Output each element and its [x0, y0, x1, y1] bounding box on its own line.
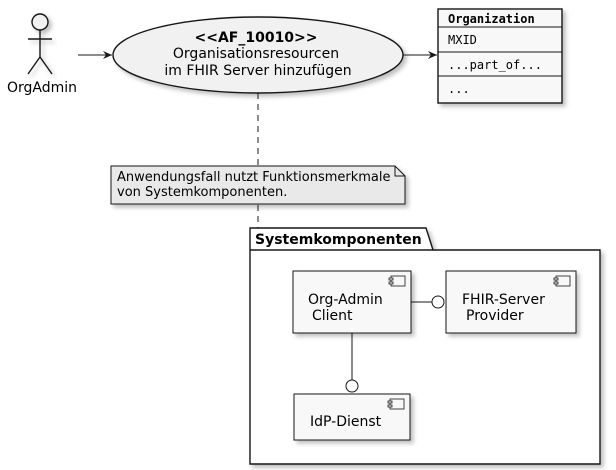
entity-box	[437, 8, 563, 104]
actor-stick-figure-icon	[27, 13, 53, 75]
entity-field-part-of: ...part_of...	[448, 58, 542, 72]
component-line-1: IdP-Dienst	[310, 414, 382, 430]
idp-interface-lollipop	[345, 379, 359, 393]
entity-title: Organization	[448, 12, 535, 26]
component-fhir-server-provider[interactable]: FHIR-Server Provider	[445, 270, 577, 334]
component-box	[445, 270, 577, 334]
actor-orgadmin[interactable]: OrgAdmin	[7, 13, 77, 96]
component-icon	[388, 275, 406, 287]
component-line-1: Org-Admin	[308, 292, 383, 308]
note-line-1: Anwendungsfall nutzt Funktionsmerkmale	[117, 170, 391, 185]
component-icon	[553, 275, 571, 287]
usecase-af-10010[interactable]: <<AF_10010>> Organisationsresourcen im F…	[112, 16, 404, 94]
note-line-2: von Systemkomponenten.	[117, 185, 287, 200]
entity-field-more: ...	[448, 82, 470, 96]
entity-organization[interactable]: Organization MXID ...part_of... ...	[437, 8, 563, 104]
usecase-line-1: Organisationsresourcen	[173, 46, 339, 62]
usecase-id: <<AF_10010>>	[194, 30, 317, 46]
component-line-2: Client	[312, 308, 353, 324]
provider-interface-lollipop	[431, 295, 445, 309]
component-line-2: Provider	[466, 308, 524, 324]
package-title: Systemkomponenten	[255, 232, 422, 248]
note-fold	[394, 166, 405, 177]
note[interactable]: Anwendungsfall nutzt Funktionsmerkmale v…	[110, 165, 406, 205]
actor-label: OrgAdmin	[7, 80, 77, 96]
component-orgadmin-client[interactable]: Org-Admin Client	[292, 270, 412, 334]
note-shape	[110, 165, 406, 205]
component-idp-dienst[interactable]: IdP-Dienst	[293, 393, 411, 441]
usecase-line-2: im FHIR Server hinzufügen	[164, 63, 351, 79]
component-icon	[387, 398, 405, 410]
entity-field-mxid: MXID	[448, 33, 477, 47]
component-line-1: FHIR-Server	[462, 292, 545, 308]
